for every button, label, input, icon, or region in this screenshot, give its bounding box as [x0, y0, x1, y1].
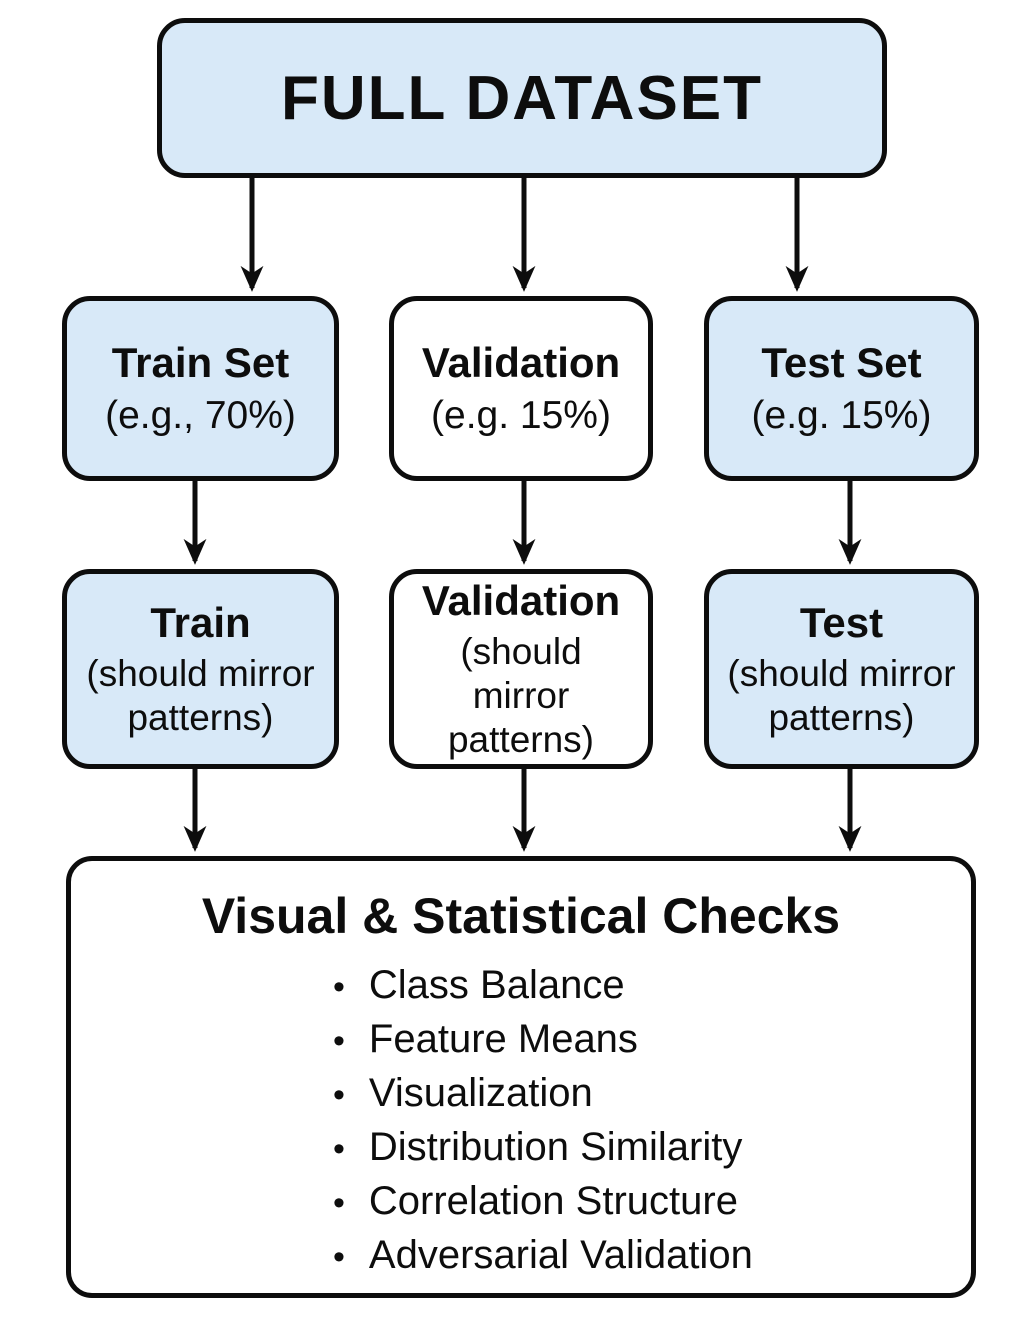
validation-mirror-subtitle: (should mirror patterns)	[447, 630, 594, 761]
test-mirror-title: Test	[799, 599, 884, 647]
test-mirror-box: Test (should mirror patterns)	[704, 569, 979, 769]
bullet-icon: •	[333, 1022, 345, 1060]
train-set-title: Train Set	[111, 338, 290, 386]
test-set-title: Test Set	[761, 338, 922, 386]
check-item-visualization: • Visualization	[333, 1067, 753, 1121]
train-mirror-subtitle: (should mirror patterns)	[86, 652, 315, 739]
train-set-box: Train Set (e.g., 70%)	[62, 296, 339, 481]
validation-mirror-box: Validation (should mirror patterns)	[389, 569, 653, 769]
check-item-label: Visualization	[368, 1071, 593, 1115]
full-dataset-box: FULL DATASET	[157, 18, 887, 178]
checks-list: • Class Balance • Feature Means • Visual…	[333, 959, 753, 1283]
train-mirror-title: Train	[150, 599, 251, 647]
check-item-distribution-similarity: • Distribution Similarity	[333, 1121, 753, 1175]
bullet-icon: •	[333, 1076, 345, 1114]
check-item-label: Adversarial Validation	[368, 1233, 753, 1277]
test-set-box: Test Set (e.g. 15%)	[704, 296, 979, 481]
check-item-label: Class Balance	[368, 963, 625, 1007]
train-set-subtitle: (e.g., 70%)	[105, 394, 296, 438]
check-item-class-balance: • Class Balance	[333, 959, 753, 1013]
validation-set-title: Validation	[421, 338, 621, 386]
checks-title: Visual & Statistical Checks	[201, 888, 841, 944]
check-item-label: Feature Means	[368, 1017, 638, 1061]
test-set-subtitle: (e.g. 15%)	[751, 394, 932, 438]
validation-set-subtitle: (e.g. 15%)	[431, 394, 611, 438]
bullet-icon: •	[333, 1238, 345, 1276]
check-item-adversarial-validation: • Adversarial Validation	[333, 1229, 753, 1283]
bullet-icon: •	[333, 968, 345, 1006]
full-dataset-label: FULL DATASET	[280, 63, 764, 133]
bullet-icon: •	[333, 1184, 345, 1222]
checks-box: Visual & Statistical Checks • Class Bala…	[66, 856, 976, 1298]
train-mirror-box: Train (should mirror patterns)	[62, 569, 339, 769]
check-item-correlation-structure: • Correlation Structure	[333, 1175, 753, 1229]
validation-mirror-title: Validation	[421, 577, 621, 625]
check-item-label: Distribution Similarity	[368, 1125, 743, 1169]
bullet-icon: •	[333, 1130, 345, 1168]
validation-set-box: Validation (e.g. 15%)	[389, 296, 653, 481]
test-mirror-subtitle: (should mirror patterns)	[727, 652, 956, 739]
check-item-feature-means: • Feature Means	[333, 1013, 753, 1067]
check-item-label: Correlation Structure	[368, 1179, 738, 1223]
